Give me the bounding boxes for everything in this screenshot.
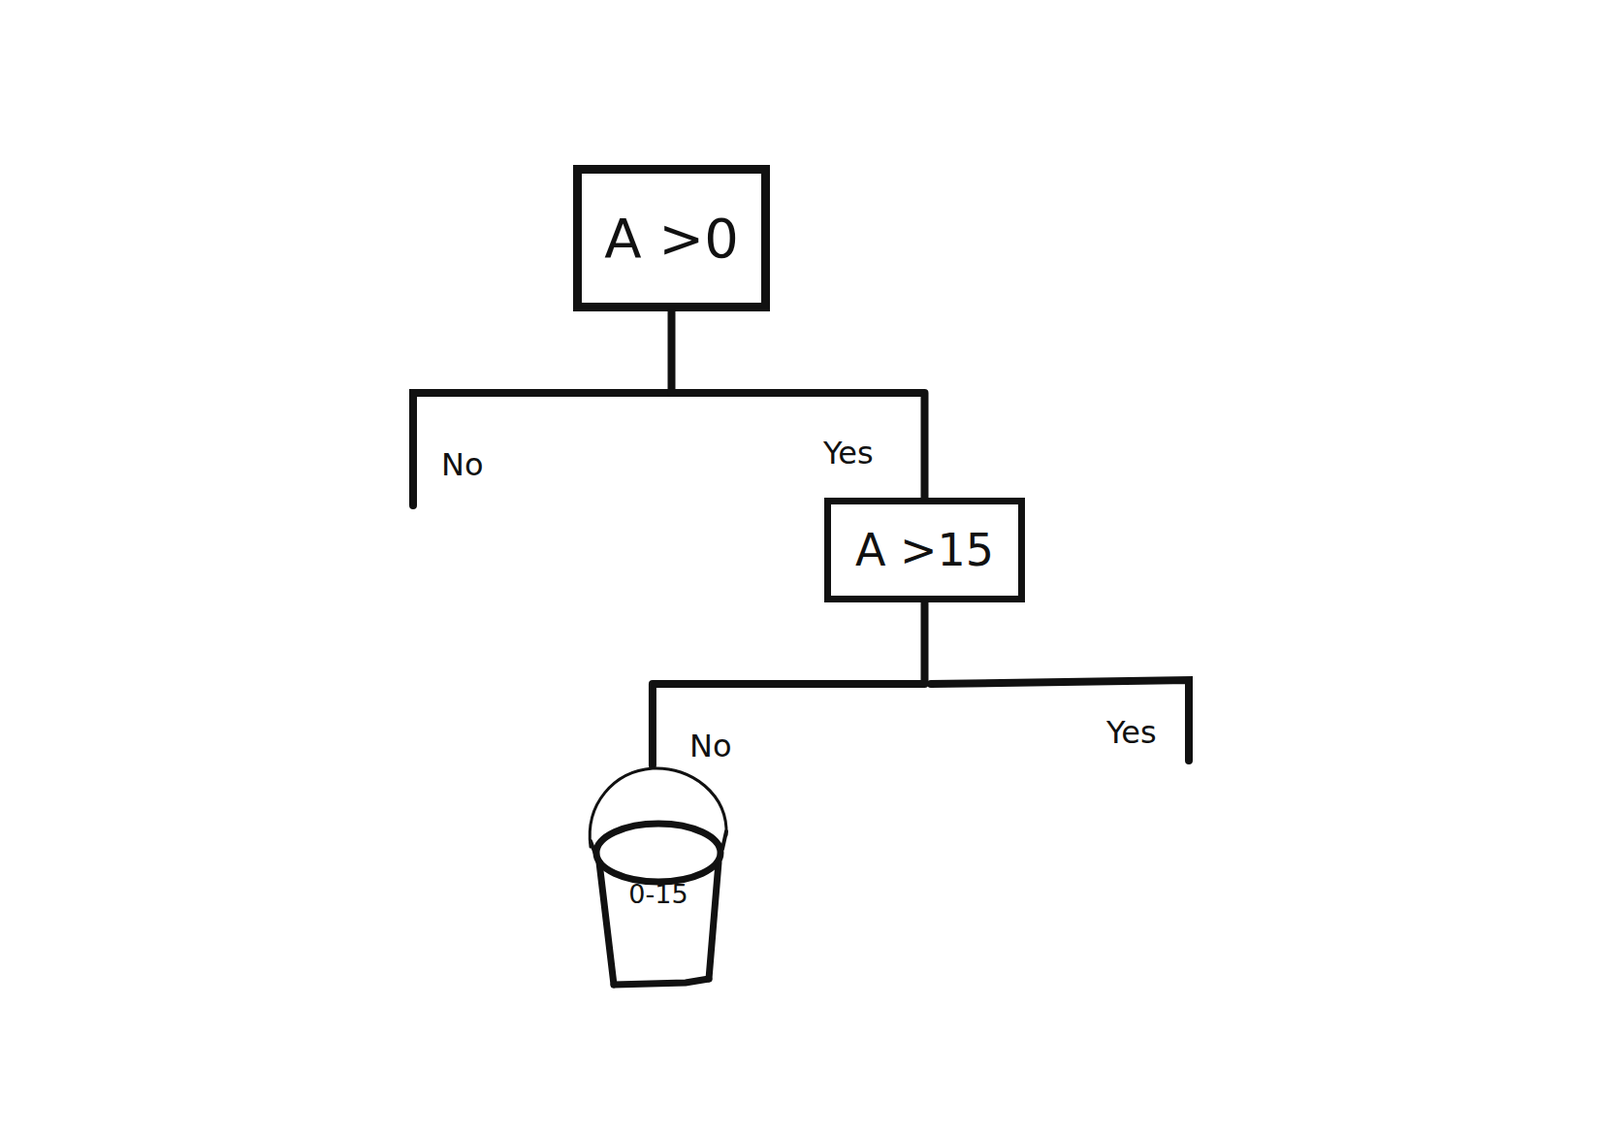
bucket-leaf: 0-15 — [584, 765, 733, 995]
branch-label: No — [438, 448, 487, 482]
no-branch-stub — [413, 392, 679, 506]
branch-label: Yes — [820, 436, 877, 471]
branch-label: No — [686, 729, 736, 764]
yes-branch-stub — [930, 679, 1189, 761]
bucket-label: 0-15 — [628, 879, 688, 909]
decision-box: A >0 — [573, 164, 770, 312]
branch-label: Yes — [1103, 715, 1160, 750]
tree-branch — [652, 602, 926, 766]
tree-branch — [672, 311, 926, 498]
condition-text: A >0 — [604, 208, 739, 269]
condition-text: A >15 — [855, 525, 994, 576]
decision-box: A >15 — [824, 497, 1025, 603]
